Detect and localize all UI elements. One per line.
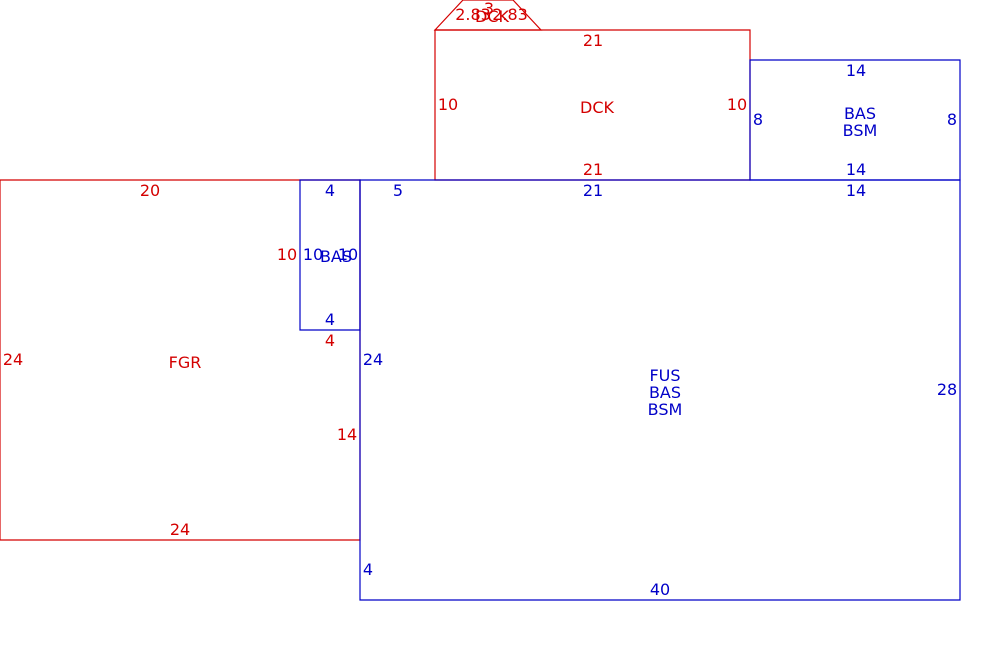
dim-fgr-bottom: 24 <box>170 520 190 539</box>
dim-fgr-top: 20 <box>140 181 160 200</box>
dim-bas-small-bottom: 4 <box>325 310 335 329</box>
dim-bas-right-right: 8 <box>947 110 957 129</box>
dim-main-step: 4 <box>363 560 373 579</box>
fus-bas-bsm-outline <box>359 179 961 601</box>
bsm-right-label: BSM <box>843 121 878 140</box>
dim-dck-right: 10 <box>727 95 747 114</box>
dim-bas-right-left: 8 <box>753 110 763 129</box>
dim-bas-right-bottom: 14 <box>846 160 866 179</box>
dim-dck-left: 10 <box>438 95 458 114</box>
dck-small-label: DCK <box>475 7 509 26</box>
dim-bas-small-top: 4 <box>325 181 335 200</box>
fus-label: FUS <box>649 366 680 385</box>
fgr-label: FGR <box>169 353 202 372</box>
dim-dck-bottom: 21 <box>583 160 603 179</box>
bsm-main-label: BSM <box>648 400 683 419</box>
dim-main-top-right: 14 <box>846 181 866 200</box>
dim-main-right: 28 <box>937 380 957 399</box>
dim-bas-small-left: 10 <box>303 245 323 264</box>
dim-main-left: 24 <box>363 350 383 369</box>
dim-fgr-right-upper: 10 <box>277 245 297 264</box>
bas-small-label: BAS <box>320 247 352 266</box>
dim-fgr-left: 24 <box>3 350 23 369</box>
dim-dck-top: 21 <box>583 31 603 50</box>
dim-fgr-right-lower: 14 <box>337 425 357 444</box>
dim-dck-small-left: 2.83 <box>455 5 491 24</box>
dck-small-outline <box>433 0 543 31</box>
dim-main-bottom: 40 <box>650 580 670 599</box>
dim-main-top-mid: 21 <box>583 181 603 200</box>
dim-dck-small-right: 2.83 <box>492 5 528 24</box>
dim-fgr-notch: 4 <box>325 331 335 350</box>
dim-bas-right-top: 14 <box>846 61 866 80</box>
dim-dck-small-top: 3 <box>484 0 494 18</box>
dim-main-top-left: 5 <box>393 181 403 200</box>
bas-right-label: BAS <box>844 104 876 123</box>
bas-main-label: BAS <box>649 383 681 402</box>
dck-main-label: DCK <box>580 98 614 117</box>
dim-bas-small-right: 10 <box>338 245 358 264</box>
